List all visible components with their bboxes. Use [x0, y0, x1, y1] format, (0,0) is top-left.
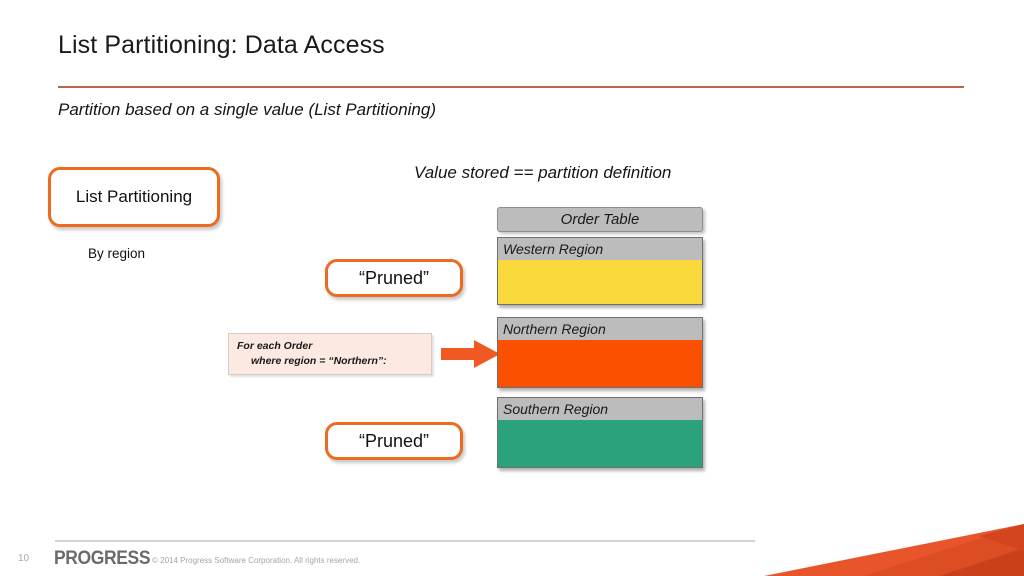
pruned-label-southern: “Pruned” [358, 430, 430, 451]
query-callout-line1: For each Order [237, 340, 313, 352]
page-title: List Partitioning: Data Access [58, 31, 385, 59]
list-partitioning-box: List Partitioning [48, 167, 220, 227]
pruned-box-western: “Pruned” [325, 259, 463, 297]
partition-fill-southern [498, 420, 702, 467]
query-callout-line2: where region = “Northern”: [251, 354, 387, 367]
partition-fill-northern [498, 340, 702, 387]
list-partitioning-label: List Partitioning [75, 187, 193, 206]
progress-logo: PROGRESS [54, 548, 151, 569]
pruned-label-western: “Pruned” [358, 267, 430, 288]
partition-block-western: Western Region [497, 237, 703, 305]
order-table-header-label: Order Table [560, 211, 640, 228]
value-stored-heading: Value stored == partition definition [414, 163, 672, 182]
right-arrow-icon [441, 340, 500, 368]
partition-label-northern: Northern Region [498, 318, 702, 340]
query-callout-box: For each Order where region = “Northern”… [228, 333, 432, 375]
copyright-notice: © 2014 Progress Software Corporation. Al… [152, 556, 361, 565]
slide-number: 10 [18, 553, 30, 564]
corner-decoration [764, 524, 1024, 576]
partition-block-northern: Northern Region [497, 317, 703, 388]
partition-fill-western [498, 260, 702, 304]
slide-subtitle: Partition based on a single value (List … [58, 100, 436, 119]
partition-label-southern: Southern Region [498, 398, 702, 420]
title-divider [58, 86, 964, 88]
pruned-box-southern: “Pruned” [325, 422, 463, 460]
order-table-header: Order Table [497, 207, 703, 232]
footer-divider [55, 540, 755, 542]
by-region-caption: By region [88, 246, 146, 261]
partition-block-southern: Southern Region [497, 397, 703, 468]
partition-label-western: Western Region [498, 238, 702, 260]
